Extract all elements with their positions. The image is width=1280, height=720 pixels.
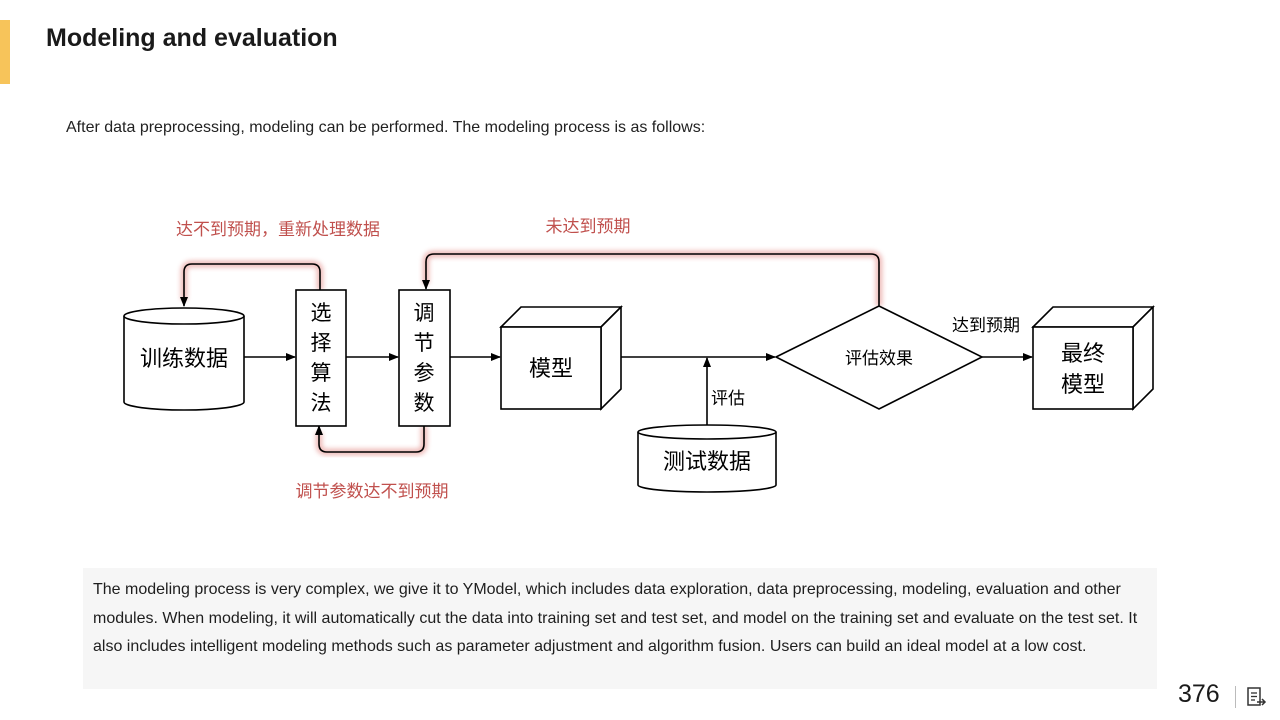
svg-text:最终: 最终 xyxy=(1061,342,1105,367)
svg-text:法: 法 xyxy=(311,391,332,415)
intro-text: After data preprocessing, modeling can b… xyxy=(66,119,706,136)
svg-text:节: 节 xyxy=(414,331,435,355)
svg-text:算: 算 xyxy=(311,361,332,385)
training-data-label: 训练数据 xyxy=(140,347,228,372)
svg-text:数: 数 xyxy=(414,391,435,415)
page-title: Modeling and evaluation xyxy=(46,24,338,52)
model-node: 模型 xyxy=(499,305,623,411)
tune-params-node: 调 节 参 数 xyxy=(398,289,451,427)
evaluate-label: 评估效果 xyxy=(845,349,913,369)
reprocess-label: 达不到预期，重新处理数据 xyxy=(176,220,380,240)
test-data-node: 测试数据 xyxy=(637,424,777,493)
description-box: The modeling process is very complex, we… xyxy=(83,568,1157,689)
svg-text:调: 调 xyxy=(414,301,435,325)
feedback-loop-tune xyxy=(315,425,428,456)
export-icon[interactable] xyxy=(1245,686,1267,708)
not-reached-label: 未达到预期 xyxy=(546,217,631,237)
tune-not-reached-label: 调节参数达不到预期 xyxy=(296,482,449,502)
evaluate-edge-label: 评估 xyxy=(711,389,745,409)
feedback-loop-reprocess xyxy=(180,260,324,307)
training-data-node: 训练数据 xyxy=(123,307,245,411)
svg-text:择: 择 xyxy=(311,331,332,355)
evaluate-node: 评估效果 xyxy=(774,305,984,410)
title-accent-bar xyxy=(0,20,10,84)
final-model-node: 最终 模型 xyxy=(1031,305,1155,411)
test-data-label: 测试数据 xyxy=(663,450,751,475)
page-number: 376 xyxy=(1178,680,1220,708)
feedback-loop-not-reached xyxy=(422,250,883,306)
svg-text:选: 选 xyxy=(311,301,332,325)
flow-arrows xyxy=(244,353,1033,425)
footer-divider xyxy=(1235,686,1236,708)
svg-text:参: 参 xyxy=(414,361,435,385)
svg-text:模型: 模型 xyxy=(1061,373,1105,398)
model-label: 模型 xyxy=(529,357,573,382)
reached-label: 达到预期 xyxy=(952,316,1020,336)
select-algorithm-node: 选 择 算 法 xyxy=(295,289,347,427)
